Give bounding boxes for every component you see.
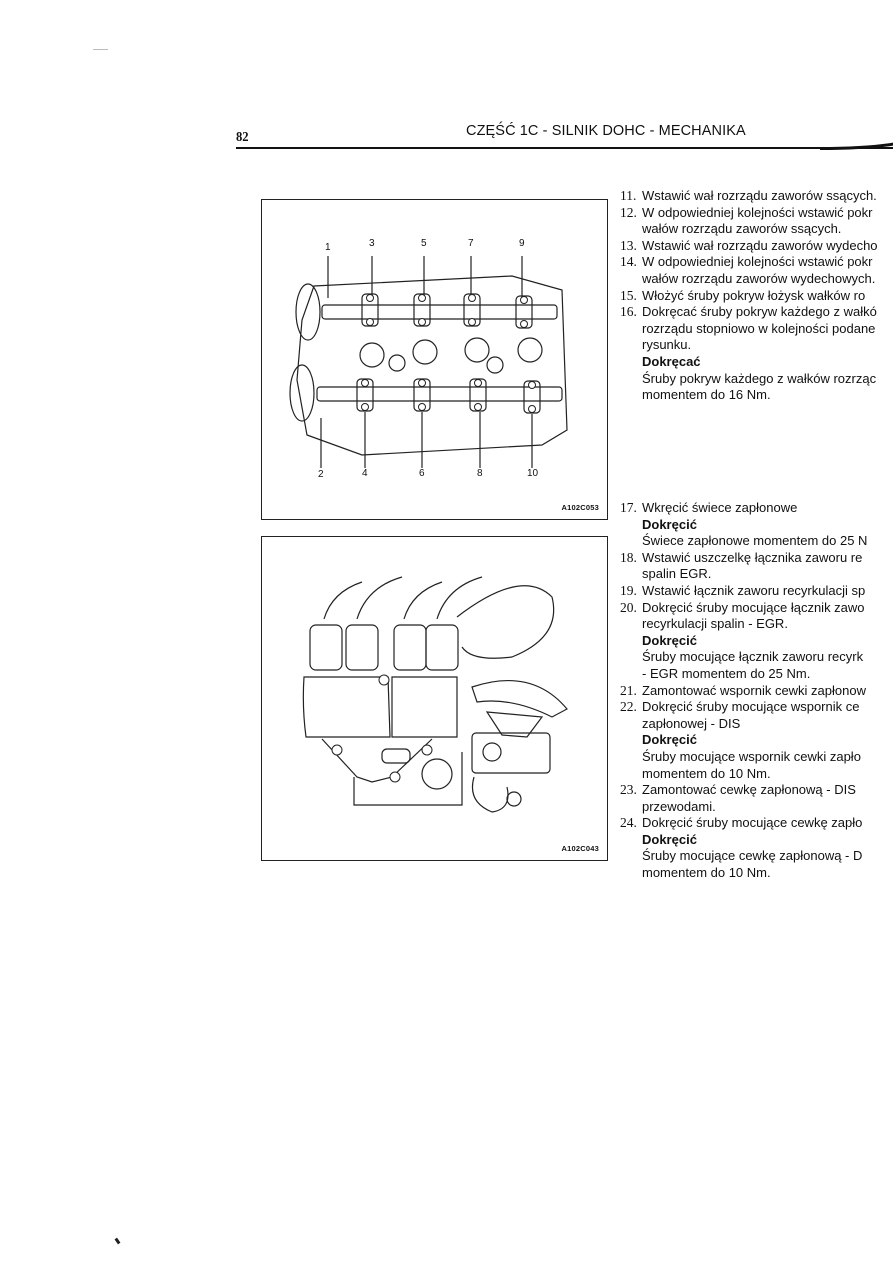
step-16: 16. Dokręcać śruby pokryw każdego z wałk…	[620, 304, 877, 403]
figure-ignition-coil-egr: A102C043	[261, 536, 608, 861]
torque-spec: momentem do 10 Nm.	[642, 865, 771, 881]
cylinder-head-drawing	[289, 256, 568, 468]
callout-label: 6	[419, 468, 425, 479]
page-number: 82	[236, 130, 249, 145]
callout-label: 3	[369, 238, 375, 249]
callout-label: 4	[362, 468, 368, 479]
step-19: 19. Wstawić łącznik zaworu recyrkulacji …	[620, 582, 866, 598]
step-12: 12. W odpowiedniej kolejności wstawić po…	[620, 204, 873, 237]
torque-label: Dokręcić	[642, 516, 697, 532]
callout-label: 1	[325, 242, 331, 253]
figure-code: A102C053	[561, 503, 599, 512]
ignition-coil-drawing	[302, 576, 568, 813]
scan-mark	[114, 1237, 121, 1245]
torque-label: Dokręcić	[642, 632, 697, 648]
torque-spec: Śruby pokryw każdego z wałków rozrząc	[642, 370, 877, 386]
step-11: 11. Wstawić wał rozrządu zaworów ssących…	[620, 188, 877, 203]
step-22: 22. Dokręcić śruby mocujące wspornik ce …	[620, 699, 867, 782]
step-21: 21. Zamontować wspornik cewki zapłonow	[620, 682, 866, 698]
torque-spec: Świece zapłonowe momentem do 25 N	[642, 533, 868, 549]
header-rule	[236, 147, 893, 149]
step-20: 20. Dokręcić śruby mocujące łącznik zawo…	[620, 600, 867, 683]
figure-code: A102C043	[561, 844, 599, 853]
step-24: 24. Dokręcić śruby mocujące cewkę zapło …	[620, 815, 867, 881]
step-13: 13. Wstawić wał rozrządu zaworów wydecho	[620, 237, 878, 253]
torque-spec: Śruby mocujące wspornik cewki zapło	[642, 748, 861, 764]
callout-label: 5	[421, 238, 427, 249]
callout-label: 10	[527, 468, 539, 479]
torque-spec: Śruby mocujące łącznik zaworu recyrk	[642, 649, 864, 665]
step-23: 23. Zamontować cewkę zapłonową - DIS prz…	[620, 782, 856, 814]
instructions-block-1: 11. Wstawić wał rozrządu zaworów ssących…	[620, 188, 878, 404]
header-rule-curve	[820, 142, 893, 150]
figure-camshaft-cap-order: 1 3 5 7 9 2 4 6 8 10 A102C053	[261, 199, 608, 520]
callout-label: 9	[519, 238, 525, 249]
step-18: 18. Wstawić uszczelkę łącznika zaworu re…	[620, 549, 863, 582]
step-15: 15. Włożyć śruby pokryw łożysk wałków ro	[620, 287, 866, 303]
torque-spec: - EGR momentem do 25 Nm.	[642, 665, 811, 681]
callout-label: 8	[477, 468, 483, 479]
torque-spec: Śruby mocujące cewkę zapłonową - D	[642, 848, 863, 864]
torque-spec: momentem do 16 Nm.	[642, 387, 771, 403]
torque-label: Dokręcić	[642, 831, 697, 847]
scan-mark	[93, 49, 108, 50]
step-17: 17. Wkręcić świece zapłonowe Dokręcić Św…	[620, 500, 868, 549]
running-head: CZĘŚĆ 1C - SILNIK DOHC - MECHANIKA	[466, 123, 746, 139]
callout-label: 2	[318, 469, 324, 480]
torque-spec: momentem do 10 Nm.	[642, 765, 771, 781]
torque-label: Dokręcić	[642, 732, 697, 748]
step-14: 14. W odpowiedniej kolejności wstawić po…	[620, 254, 876, 286]
instructions-block-2: 17. Wkręcić świece zapłonowe Dokręcić Św…	[620, 500, 867, 882]
callout-label: 7	[468, 238, 474, 249]
torque-label: Dokręcać	[642, 353, 701, 369]
